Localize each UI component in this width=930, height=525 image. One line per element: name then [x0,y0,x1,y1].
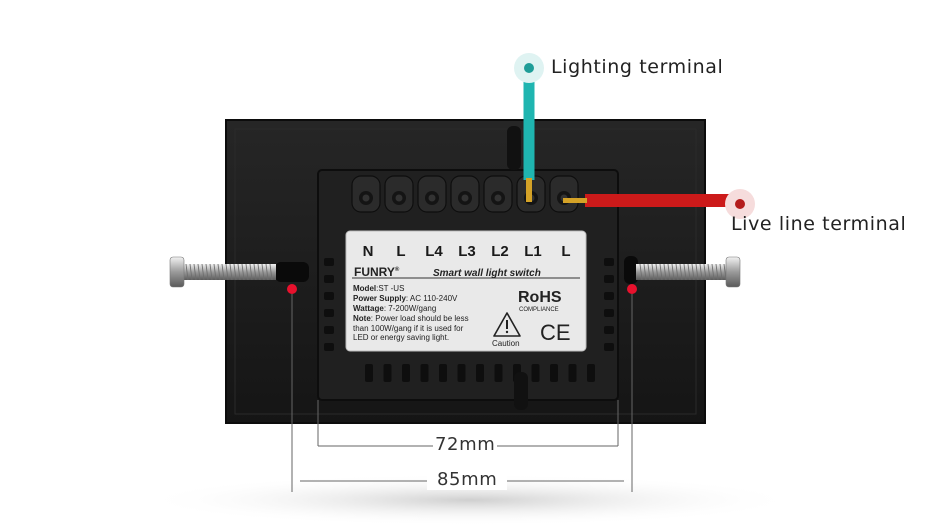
screw-right [636,256,741,288]
product-text: Smart wall light switch [433,268,541,279]
note-line-2: than 100W/gang if it is used for [353,324,464,333]
terminal-screw [450,175,480,213]
vent-slots-left [324,258,334,351]
vent-slots-right [604,258,614,351]
supply-line: Power Supply: AC 110-240V [353,294,458,303]
dimension-lines [291,294,633,492]
dimension-72mm: 72mm [433,434,498,455]
right-hole-marker [627,284,637,294]
caution-text: Caution [492,339,520,348]
terminal-letter: N [363,243,374,260]
top-slot [507,126,521,170]
left-hole-marker [287,284,297,294]
mount-hole-right [624,256,638,284]
lighting-terminal-label: Lighting terminal [551,56,724,78]
live-marker [735,199,745,209]
live-wire [585,194,735,207]
terminal-letter: L [561,243,570,260]
dimension-85mm: 85mm [427,469,508,490]
ce-mark: CE [540,320,571,345]
terminal-screw [351,175,381,213]
terminal-screw-row [351,175,579,213]
caution-triangle-icon [493,312,521,337]
mount-hole-left [275,262,309,282]
terminal-letter: L4 [425,243,443,260]
compliance-text: COMPLIANCE [519,307,559,313]
screw-left [169,256,276,288]
terminal-letters: N L L4 L3 L2 L1 L [363,243,571,260]
terminal-screw [483,175,513,213]
note-line-1: Note: Power load should be less [353,314,469,323]
terminal-screw [549,175,579,213]
wattage-line: Wattage: 7-200W/gang [353,304,436,313]
brand-text: FUNRY® [354,265,400,279]
rohs-text: RoHS [518,289,562,306]
live-line-terminal-label: Live line terminal [731,213,907,235]
terminal-screw [384,175,414,213]
lighting-marker [524,63,534,73]
terminal-screw [417,175,447,213]
bottom-slot [514,372,528,410]
model-line: Model:ST -US [353,284,404,293]
terminal-letter: L3 [458,243,476,260]
terminal-letter: L2 [491,243,509,260]
terminal-letter: L [396,243,405,260]
terminal-letter: L1 [524,243,542,260]
live-wire-copper [563,198,587,203]
floor-shadow [140,474,800,525]
spec-label: N L L4 L3 L2 L1 L FUNRY® Smart wall light swit… [345,230,587,352]
lighting-wire-copper [526,178,532,202]
note-line-3: LED or energy saving light. [353,333,449,342]
